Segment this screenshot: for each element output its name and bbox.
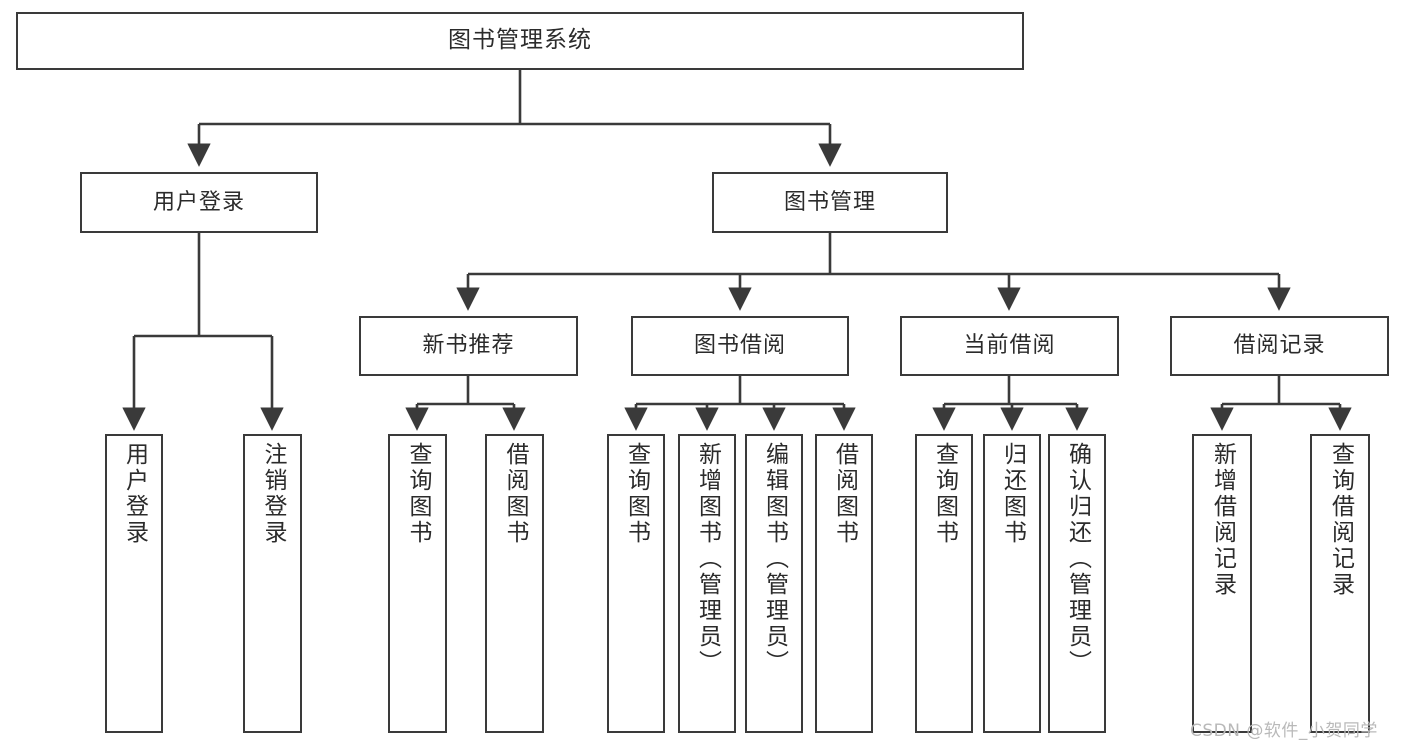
node-user-login[interactable]: 用户登录 [80,172,318,233]
node-label: 图书管理 [783,189,876,215]
node-label: 注销登录 [260,442,286,546]
node-label: 查询图书 [931,442,958,546]
leaf-new-book-query[interactable]: 查询图书 [388,434,447,733]
leaf-borrow-edit-book[interactable]: 编辑图书（管理员） [745,434,803,733]
node-label: 归还图书 [999,442,1026,546]
leaf-current-return-book[interactable]: 归还图书 [983,434,1041,733]
node-label: 当前借阅 [963,333,1056,359]
node-label: 借阅图书 [831,442,858,546]
node-label: 图书借阅 [693,333,786,359]
node-label: 用户登录 [152,189,245,215]
leaf-borrow-query-book[interactable]: 查询图书 [607,434,665,733]
leaf-user-logout[interactable]: 注销登录 [243,434,302,733]
node-current-borrow[interactable]: 当前借阅 [900,316,1119,376]
node-label: 确认归还（管理员） [1064,442,1091,676]
leaf-record-add[interactable]: 新增借阅记录 [1192,434,1252,733]
node-label: 查询借阅记录 [1327,442,1354,598]
node-borrow-record[interactable]: 借阅记录 [1170,316,1389,376]
leaf-borrow-add-book[interactable]: 新增图书（管理员） [678,434,736,733]
leaf-user-login[interactable]: 用户登录 [105,434,163,733]
node-label: 查询图书 [623,442,650,546]
node-label: 借阅图书 [502,442,528,546]
node-label: 用户登录 [121,442,148,546]
leaf-record-query[interactable]: 查询借阅记录 [1310,434,1370,733]
node-label: 新增借阅记录 [1209,442,1236,598]
leaf-new-book-borrow[interactable]: 借阅图书 [485,434,544,733]
node-label: 借阅记录 [1233,333,1326,359]
node-book-borrow[interactable]: 图书借阅 [631,316,849,376]
node-label: 图书管理系统 [448,27,592,54]
node-new-book-recommend[interactable]: 新书推荐 [359,316,578,376]
node-label: 新书推荐 [422,333,515,359]
node-label: 编辑图书（管理员） [761,442,788,676]
leaf-borrow-borrow-book[interactable]: 借阅图书 [815,434,873,733]
node-label: 新增图书（管理员） [694,442,721,676]
node-root-system[interactable]: 图书管理系统 [16,12,1024,70]
leaf-current-query-book[interactable]: 查询图书 [915,434,973,733]
leaf-current-confirm-return[interactable]: 确认归还（管理员） [1048,434,1106,733]
node-label: 查询图书 [405,442,431,546]
node-book-management[interactable]: 图书管理 [712,172,948,233]
